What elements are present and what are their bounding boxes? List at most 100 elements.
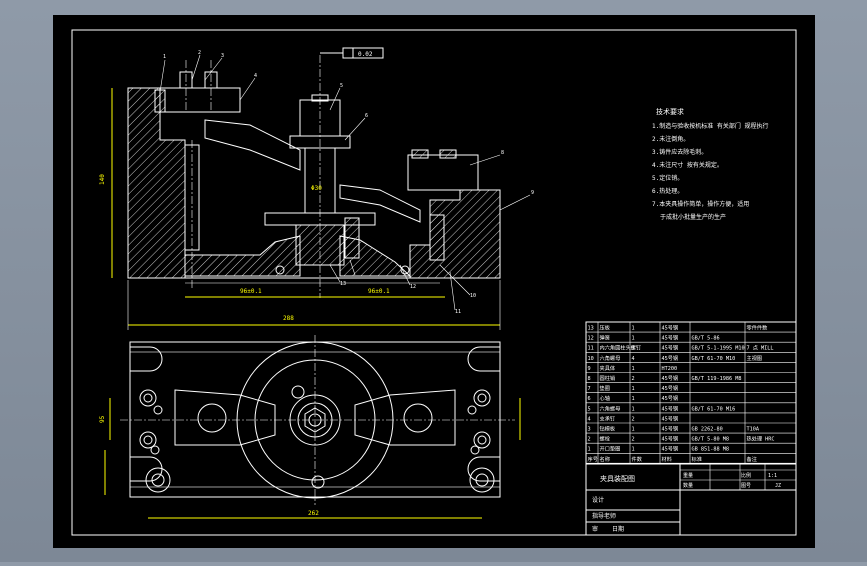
bom-cell-qty: 1: [632, 396, 635, 402]
title-block: [585, 463, 797, 536]
notes-list: 1.制造与验收按机标准 有关部门 规程执行 2.未注倒角。 3.铸件应去除毛刺。…: [652, 122, 768, 221]
scale-value: 1:1: [768, 473, 777, 479]
bom-cell-material: 45号钢: [662, 374, 679, 382]
bom-cell-material: 45号钢: [662, 394, 679, 402]
bom-cell-no: 10: [588, 356, 594, 362]
bom-cell-no: 1: [588, 447, 591, 453]
bom-cell-name: 夹具体: [600, 364, 616, 372]
bom-cell-name: 圆柱销: [600, 374, 616, 382]
bom-cell-std: GB/T 5-86: [692, 336, 720, 342]
bom-cell-material: 材料: [662, 455, 672, 463]
bom-cell-name: 支承钉: [600, 414, 616, 422]
bom-cell-no: 9: [588, 366, 591, 372]
bom-cell-no: 8: [588, 376, 591, 382]
bom-cell-note: 主视图: [747, 354, 763, 362]
bom-cell-material: 45号钢: [662, 404, 679, 412]
bom-cell-qty: 1: [632, 447, 635, 453]
bom-cell-std: 标准: [692, 455, 702, 463]
bom-cell-note: 7 点 MILL: [747, 345, 774, 352]
note-4: 4.未注尺寸 按有关规定。: [652, 161, 723, 169]
bom-cell-note: 零件件数: [747, 324, 769, 332]
balloon-4: 4: [254, 73, 257, 79]
bom-cell-material: 45号钢: [662, 344, 679, 352]
dim-overall-front: 288: [283, 315, 294, 322]
bom-cell-material: HT200: [662, 366, 678, 372]
bom-cell-material: 45号钢: [662, 414, 679, 422]
balloon-13: 13: [340, 281, 346, 287]
title-text: 夹具装配图: [600, 474, 635, 483]
bom-cell-qty: 2: [632, 376, 635, 382]
mass-label: 重量: [683, 472, 693, 479]
note-7: 7.本夹具操作简单，操作方便，适用: [652, 200, 749, 208]
qty-label: 数量: [683, 482, 693, 489]
bom-cell-material: 45号钢: [662, 354, 679, 362]
bom-cell-qty: 3: [632, 346, 635, 352]
sheet-value: JZ: [775, 483, 781, 489]
tolerance-value: 0.02: [358, 51, 373, 58]
checker-label: 指导老师: [592, 512, 616, 520]
bom-cell-std: GB/T 5-80 M8: [692, 437, 729, 443]
bom-cell-no: 12: [588, 336, 594, 342]
bom-cell-std: GB 2262-80: [692, 427, 723, 433]
balloon-12: 12: [410, 284, 416, 290]
bom-cell-qty: 1: [632, 386, 635, 392]
school-label: 审: [592, 525, 598, 533]
bom-cell-material: 45号钢: [662, 435, 679, 443]
bom-cell-qty: 件数: [632, 455, 643, 463]
bom-cell-qty: 1: [632, 406, 635, 412]
balloon-11: 11: [455, 309, 461, 315]
dim-overall-top: 262: [308, 510, 319, 517]
note-8: 于成批小批量生产的生产: [660, 213, 726, 221]
balloon-10: 10: [470, 293, 476, 299]
bom-cell-qty: 4: [632, 356, 635, 362]
bom-cell-material: 45号钢: [662, 445, 679, 453]
dim-right-span: 96±0.1: [368, 288, 390, 295]
leader-lines: [159, 54, 531, 311]
bom-cell-name: 开口垫圈: [600, 445, 621, 453]
bom-cell-no: 序号: [588, 455, 598, 463]
bom-cell-std: GB/T 119-1986 M8: [692, 376, 742, 382]
bom-cell-qty: 1: [632, 336, 635, 342]
drawing-border: [71, 29, 797, 536]
bom-cell-material: 45号钢: [662, 334, 679, 342]
balloon-5: 5: [340, 83, 343, 89]
top-view: [104, 335, 521, 519]
notes-title: 技术要求: [656, 107, 684, 116]
bom-cell-name: 六角螺母: [600, 354, 621, 362]
note-1: 1.制造与验收按机标准 有关部门 规程执行: [652, 122, 768, 130]
bom-cell-name: 名称: [600, 455, 610, 463]
dim-side-width: 95: [99, 415, 106, 423]
tolerance-frame: [320, 47, 384, 59]
balloon-8: 8: [501, 150, 504, 156]
bom-cell-no: 7: [588, 386, 591, 392]
bom-cell-name: 螺栓: [600, 435, 611, 443]
bom-cell-name: 内六角圆柱头螺钉: [600, 344, 642, 352]
bom-cell-no: 2: [588, 437, 591, 443]
bom-cell-std: GB/T 61-70 M10: [692, 356, 736, 362]
bom-cell-qty: 2: [632, 416, 635, 422]
bom-cell-note: 热处理 HRC: [747, 435, 775, 443]
balloon-2: 2: [198, 50, 201, 56]
balloon-3: 3: [221, 53, 224, 59]
bom-cell-std: GB 851-88 M8: [692, 447, 729, 453]
note-3: 3.铸件应去除毛刺。: [652, 148, 707, 156]
bom-cell-qty: 1: [632, 366, 635, 372]
note-5: 5.定位销。: [652, 174, 683, 182]
dim-height: 140: [99, 174, 106, 185]
note-2: 2.未注倒角。: [652, 135, 689, 143]
bom-cell-std: GB/T 61-70 M16: [692, 406, 736, 412]
date-label: 日期: [612, 525, 624, 533]
bom-cell-name: 心轴: [600, 394, 610, 402]
bom-cell-name: 压板: [600, 324, 611, 332]
bom-cell-note: T10A: [747, 427, 760, 433]
bom-cell-material: 45号钢: [662, 384, 679, 392]
bom-cell-material: 45号钢: [662, 425, 679, 433]
bom-cell-name: 弹簧: [600, 334, 610, 342]
balloon-1: 1: [163, 54, 166, 60]
bom-cell-note: 备注: [747, 455, 757, 463]
bom-cell-material: 45号钢: [662, 324, 679, 332]
balloon-6: 6: [365, 113, 368, 119]
bom-cell-name: 钻模板: [600, 425, 616, 433]
